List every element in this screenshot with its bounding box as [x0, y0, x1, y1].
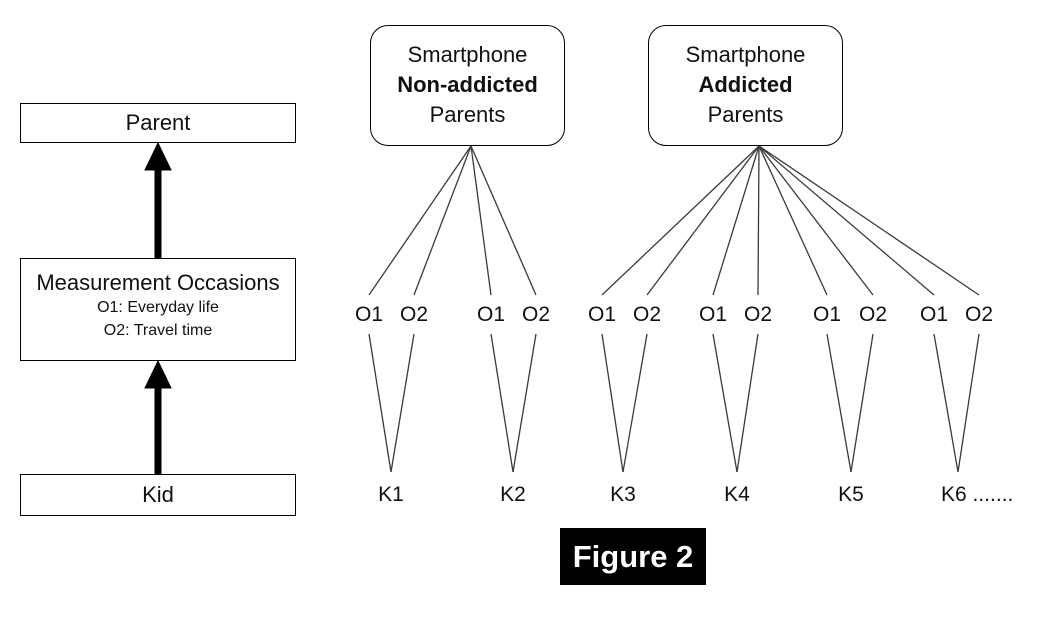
occasion-label-k4-o1: O1	[698, 303, 728, 326]
fan-lines-nonaddicted-group	[368, 145, 537, 296]
occasion-label-k2-o1: O1	[476, 303, 506, 326]
kid-label-k6: K6 .......	[941, 483, 1014, 506]
nonaddicted-line1: Smartphone	[407, 42, 528, 67]
parent-box: Parent	[20, 103, 296, 143]
parent-group-box-nonaddicted: Smartphone Non-addicted Parents	[370, 25, 565, 146]
addicted-line2: Addicted	[698, 72, 793, 97]
occasion-to-kid-lines	[368, 333, 980, 473]
nonaddicted-line2: Non-addicted	[397, 72, 538, 97]
kid-label-k1: K1	[378, 483, 404, 506]
nonaddicted-line3: Parents	[429, 102, 506, 127]
parent-group-box-addicted: Smartphone Addicted Parents	[648, 25, 843, 146]
occasion-label-k5-o1: O1	[812, 303, 842, 326]
occasion-label-k6-o2: O2	[964, 303, 994, 326]
occasion-label-k1-o1: O1	[354, 303, 384, 326]
measurement-box-title: Measurement Occasions	[36, 270, 280, 295]
fan-lines-addicted-group	[601, 145, 980, 296]
kid-box-label: Kid	[142, 482, 174, 507]
occasion-label-k3-o2: O2	[632, 303, 662, 326]
occasion-label-k1-o2: O2	[399, 303, 429, 326]
kid-label-k5: K5	[838, 483, 864, 506]
parent-box-label: Parent	[125, 110, 191, 135]
arrow-kid-to-measurement	[144, 359, 172, 474]
kid-label-k2: K2	[500, 483, 526, 506]
occasion-label-k4-o2: O2	[743, 303, 773, 326]
measurement-box-o1-description: O1: Everyday life	[97, 299, 219, 316]
kid-label-k4: K4	[724, 483, 750, 506]
kid-label-k3: K3	[610, 483, 636, 506]
arrow-measurement-to-parent	[144, 141, 172, 258]
occasion-label-k6-o1: O1	[919, 303, 949, 326]
kid-box: Kid	[20, 474, 296, 516]
figure-caption: Figure 2	[560, 528, 706, 585]
occasion-label-k5-o2: O2	[858, 303, 888, 326]
occasion-label-k3-o1: O1	[587, 303, 617, 326]
measurement-occasions-box: Measurement Occasions O1: Everyday life …	[20, 258, 296, 361]
addicted-line3: Parents	[707, 102, 784, 127]
measurement-box-o2-description: O2: Travel time	[103, 322, 213, 339]
addicted-line1: Smartphone	[685, 42, 806, 67]
occasion-label-k2-o2: O2	[521, 303, 551, 326]
